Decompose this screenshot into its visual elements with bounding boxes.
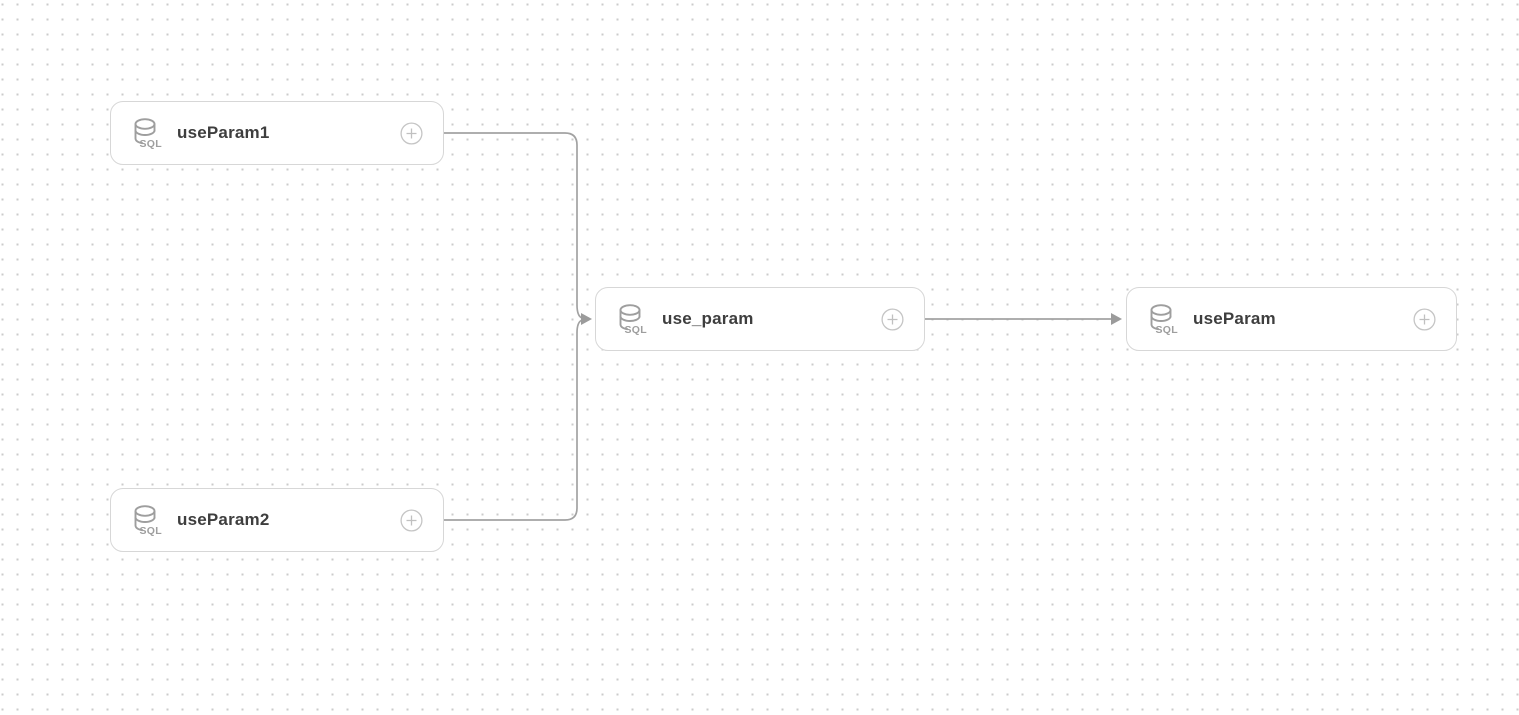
node-label: useParam <box>1193 309 1276 328</box>
node-useParam[interactable]: SQL useParam <box>1126 287 1457 351</box>
sql-badge-text: SQL <box>625 324 648 335</box>
plus-circle-icon <box>881 307 904 331</box>
arrowhead-into-useParam <box>1111 313 1122 325</box>
node-label: useParam2 <box>177 510 270 529</box>
node-useParam1[interactable]: SQL useParam1 <box>110 101 444 165</box>
sql-database-icon: SQL <box>1148 303 1178 335</box>
sql-badge-text: SQL <box>140 525 163 536</box>
sql-badge-text: SQL <box>1156 324 1179 335</box>
plus-circle-icon <box>1413 307 1436 331</box>
edge-useParam2-to-use_param <box>444 319 583 521</box>
expand-node-button[interactable] <box>400 508 423 532</box>
sql-database-icon: SQL <box>132 117 162 149</box>
sql-database-icon: SQL <box>132 504 162 536</box>
arrowhead-into-use_param <box>581 313 592 325</box>
node-useParam2[interactable]: SQL useParam2 <box>110 488 444 552</box>
node-label: use_param <box>662 309 754 328</box>
node-use_param[interactable]: SQL use_param <box>595 287 925 351</box>
plus-circle-icon <box>400 121 423 145</box>
plus-circle-icon <box>400 508 423 532</box>
expand-node-button[interactable] <box>881 307 904 331</box>
node-label: useParam1 <box>177 123 270 142</box>
expand-node-button[interactable] <box>400 121 423 145</box>
sql-database-icon: SQL <box>617 303 647 335</box>
sql-badge-text: SQL <box>140 138 163 149</box>
edge-useParam1-to-use_param <box>444 132 583 319</box>
expand-node-button[interactable] <box>1413 307 1436 331</box>
